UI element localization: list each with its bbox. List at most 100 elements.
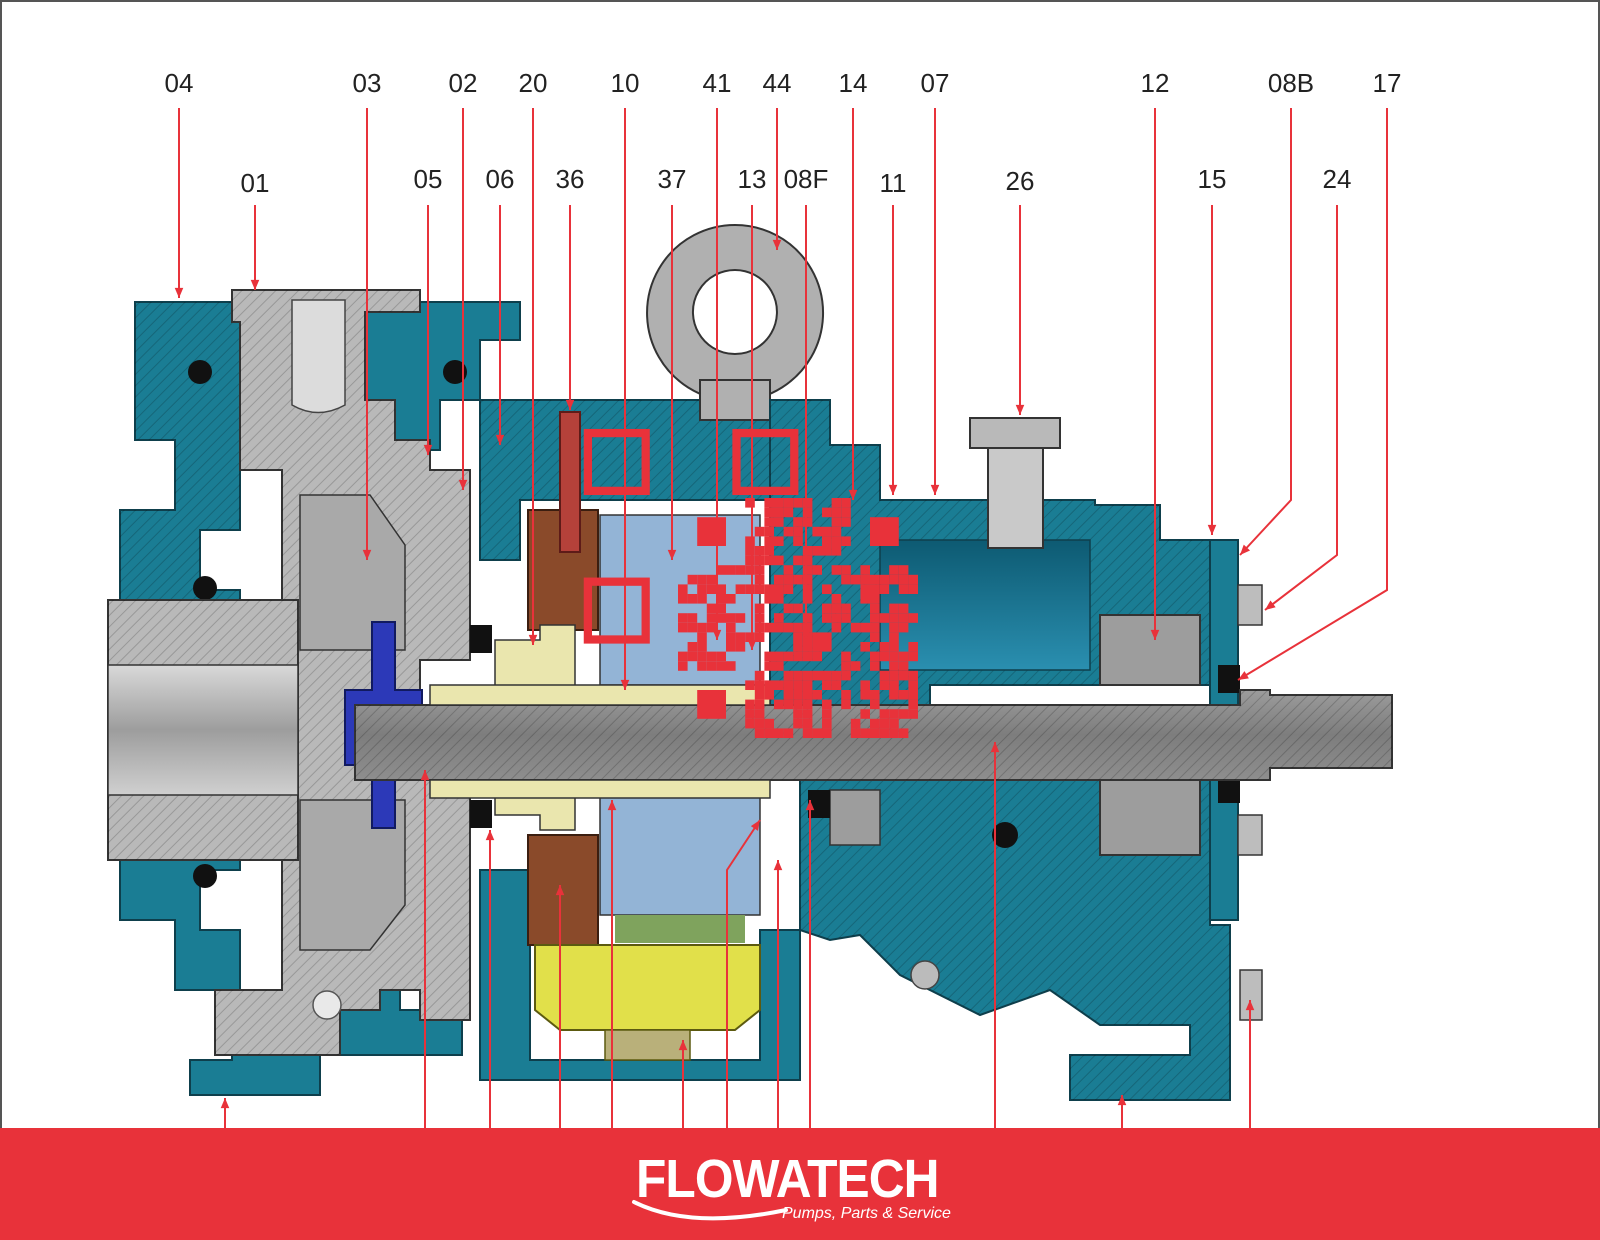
part-label-11: 11 [880, 168, 907, 198]
qr-module [726, 632, 736, 642]
leader-arrowhead [458, 479, 468, 490]
qr-module [793, 670, 803, 681]
qr-module [889, 574, 899, 585]
qr-module [774, 507, 784, 518]
qr-module [678, 594, 688, 604]
leader-arrowhead [888, 484, 898, 495]
qr-module [822, 670, 832, 681]
part-label-26: 26 [1006, 166, 1035, 196]
qr-module [898, 613, 909, 623]
qr-module [793, 526, 803, 537]
qr-module [831, 613, 842, 623]
qr-module [793, 709, 803, 719]
qr-module [745, 718, 755, 729]
leader-arrowhead [485, 830, 495, 841]
qr-module [870, 661, 880, 671]
drain-plug [604, 1029, 691, 1061]
leader-arrowhead [528, 634, 538, 645]
qr-module [754, 690, 765, 700]
breather-cap [969, 417, 1061, 449]
leader-arrowhead [1245, 1000, 1255, 1011]
qr-module [850, 728, 861, 738]
leader-arrowhead [174, 287, 184, 298]
qr-module [793, 555, 803, 566]
leader-arrowhead [362, 549, 372, 560]
qr-finder [583, 577, 650, 644]
qr-module [793, 680, 803, 690]
qr-module [822, 613, 832, 623]
qr-module [898, 584, 909, 594]
leader-arrowhead [607, 800, 617, 811]
qr-module [908, 613, 918, 623]
qr-module [774, 613, 784, 623]
part-label-20: 20 [519, 68, 548, 98]
qr-module [783, 498, 794, 508]
bolt [1237, 584, 1263, 626]
qr-module [802, 507, 813, 518]
brand-swoosh-icon [632, 1200, 788, 1221]
qr-module [908, 670, 918, 681]
qr-module [908, 699, 918, 710]
qr-module [802, 517, 813, 527]
qr-module [783, 680, 794, 690]
qr-module [802, 642, 813, 652]
qr-module [841, 565, 851, 575]
qr-module [764, 680, 774, 690]
qr-module [841, 670, 851, 681]
part-label-41: 41 [703, 68, 732, 98]
qr-module [879, 728, 890, 738]
qr-module [783, 651, 794, 662]
brand-tagline: Pumps, Parts & Service [782, 1205, 951, 1222]
leader-arrowhead [712, 629, 722, 640]
qr-module [898, 603, 909, 614]
oil-seal [1218, 775, 1240, 803]
qr-module [745, 498, 755, 508]
qr-module [745, 555, 755, 566]
qr-module [879, 584, 890, 594]
qr-module [716, 651, 726, 662]
qr-module [735, 642, 746, 652]
qr-finder [583, 428, 650, 496]
qr-module [783, 565, 794, 575]
qr-module [735, 584, 746, 594]
leader-lines [174, 108, 1388, 1128]
qr-module [831, 622, 842, 633]
qr-module [898, 661, 909, 671]
qr-module [783, 690, 794, 700]
qr-module [783, 728, 794, 738]
qr-module [802, 622, 813, 633]
qr-module [879, 642, 890, 652]
qr-module [841, 699, 851, 710]
qr-module [812, 526, 822, 537]
qr-module [764, 728, 774, 738]
qr-module [697, 632, 707, 642]
qr-module [774, 728, 784, 738]
qr-module [754, 699, 765, 710]
qr-module [860, 574, 870, 585]
part-label-02: 02 [449, 68, 478, 98]
qr-module [898, 690, 909, 700]
qr-module [802, 651, 813, 662]
qr-module [697, 661, 707, 671]
qr-module [706, 574, 717, 585]
qr-module [745, 709, 755, 719]
shaft-sleeve-lower [429, 779, 771, 799]
footer-bar [0, 1128, 1600, 1240]
qr-module [716, 594, 726, 604]
qr-module [754, 680, 765, 690]
qr-module [802, 574, 813, 585]
leader-arrowhead [565, 399, 575, 410]
qr-module [841, 574, 851, 585]
bolt-hole [188, 360, 212, 384]
leader-arrowhead [220, 1098, 230, 1109]
part-label-24: 24 [1323, 164, 1352, 194]
qr-module [870, 574, 880, 585]
qr-code-overlay [583, 428, 918, 738]
bearing-lower [1099, 779, 1201, 856]
gland-lower [527, 834, 599, 946]
qr-module [697, 574, 707, 585]
qr-module [697, 622, 707, 633]
seal-chamber-floor [615, 915, 745, 943]
leader-arrowhead [772, 239, 782, 250]
leader-arrowhead [750, 820, 760, 831]
